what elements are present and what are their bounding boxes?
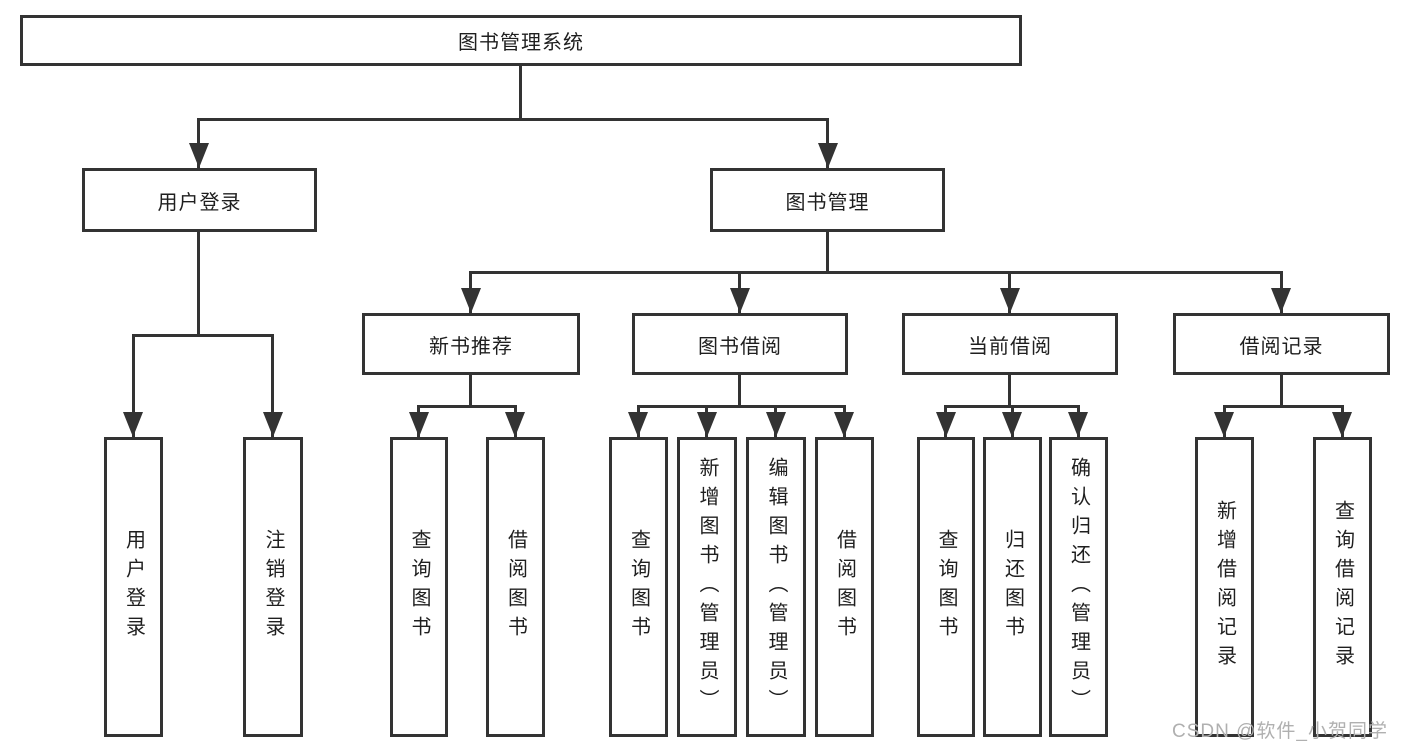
arrow-down-icon — [1271, 288, 1291, 313]
connector-vline — [519, 66, 522, 120]
leaf-recommend-query-books: 查询图书 — [390, 437, 448, 737]
arrow-down-icon — [1000, 288, 1020, 313]
node-new-book-recommend: 新书推荐 — [362, 313, 580, 375]
connector-vline — [826, 232, 829, 273]
leaf-borrow-add-books-admin: 新增图书（管理员） — [677, 437, 737, 737]
arrow-down-icon — [505, 412, 525, 437]
arrow-down-icon — [123, 412, 143, 437]
connector-hline — [637, 405, 846, 408]
leaf-current-confirm-return-admin: 确认归还（管理员） — [1049, 437, 1108, 737]
node-book-management: 图书管理 — [710, 168, 945, 232]
node-book-borrow: 图书借阅 — [632, 313, 848, 375]
leaf-label: 查询借阅记录 — [1331, 500, 1354, 674]
arrow-down-icon — [766, 412, 786, 437]
leaf-borrow-edit-books-admin: 编辑图书（管理员） — [746, 437, 806, 737]
arrow-down-icon — [730, 288, 750, 313]
leaf-label: 确认归还（管理员） — [1067, 456, 1090, 718]
leaf-label: 借阅图书 — [504, 529, 527, 645]
arrow-down-icon — [409, 412, 429, 437]
arrow-down-icon — [834, 412, 854, 437]
leaf-current-query-books: 查询图书 — [917, 437, 975, 737]
leaf-recommend-borrow-books: 借阅图书 — [486, 437, 545, 737]
connector-hline — [469, 271, 1283, 274]
arrow-down-icon — [936, 412, 956, 437]
leaf-borrow-query-books: 查询图书 — [609, 437, 668, 737]
leaf-label: 新增图书（管理员） — [696, 456, 718, 718]
connector-hline — [417, 405, 517, 408]
connector-vline — [197, 232, 200, 336]
connector-hline — [132, 334, 274, 337]
leaf-label: 用户登录 — [122, 529, 145, 645]
node-root: 图书管理系统 — [20, 15, 1022, 66]
arrow-down-icon — [628, 412, 648, 437]
arrow-down-icon — [818, 143, 838, 168]
leaf-label: 查询图书 — [408, 529, 430, 645]
leaf-logout: 注销登录 — [243, 437, 303, 737]
connector-hline — [1223, 405, 1344, 408]
leaf-records-add-record: 新增借阅记录 — [1195, 437, 1254, 737]
connector-vline — [271, 334, 274, 437]
connector-vline — [132, 334, 135, 437]
connector-hline — [197, 118, 829, 121]
leaf-borrow-borrow-books: 借阅图书 — [815, 437, 874, 737]
connector-vline — [1008, 375, 1011, 407]
leaf-records-query-record: 查询借阅记录 — [1313, 437, 1372, 737]
connector-vline — [469, 375, 472, 407]
leaf-label: 注销登录 — [262, 529, 284, 645]
arrow-down-icon — [1068, 412, 1088, 437]
leaf-label: 新增借阅记录 — [1213, 500, 1236, 674]
leaf-label: 查询图书 — [935, 529, 957, 645]
node-borrow-records: 借阅记录 — [1173, 313, 1390, 375]
arrow-down-icon — [1332, 412, 1352, 437]
leaf-label: 编辑图书（管理员） — [765, 456, 787, 718]
node-user-login: 用户登录 — [82, 168, 317, 232]
arrow-down-icon — [697, 412, 717, 437]
arrow-down-icon — [461, 288, 481, 313]
arrow-down-icon — [1002, 412, 1022, 437]
leaf-current-return-books: 归还图书 — [983, 437, 1042, 737]
leaf-label: 借阅图书 — [833, 529, 856, 645]
arrow-down-icon — [263, 412, 283, 437]
connector-vline — [738, 375, 741, 407]
connector-vline — [1280, 375, 1283, 407]
leaf-label: 归还图书 — [1001, 529, 1024, 645]
arrow-down-icon — [189, 143, 209, 168]
leaf-label: 查询图书 — [627, 529, 650, 645]
node-current-borrow: 当前借阅 — [902, 313, 1118, 375]
arrow-down-icon — [1214, 412, 1234, 437]
watermark: CSDN @软件_小贺同学 — [1172, 721, 1388, 742]
leaf-user-login: 用户登录 — [104, 437, 163, 737]
